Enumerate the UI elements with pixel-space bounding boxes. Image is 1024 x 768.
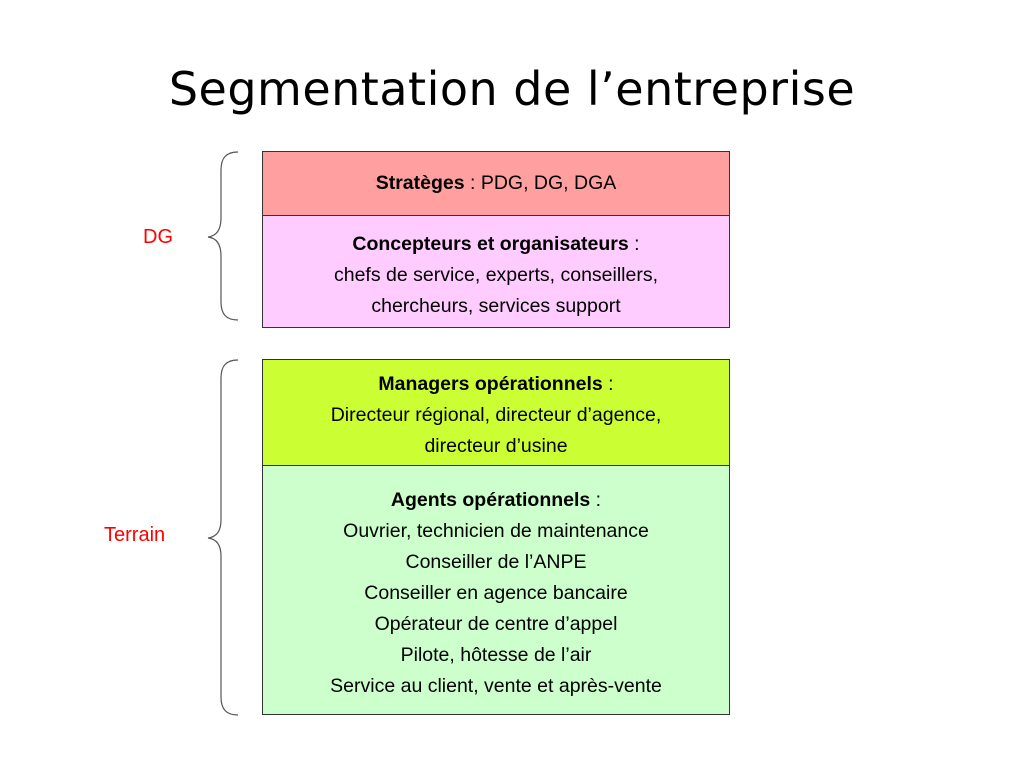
box-first-line: Agents opérationnels : bbox=[263, 485, 729, 516]
group-label-dg: DG bbox=[143, 226, 173, 248]
box-line: Opérateur de centre d’appel bbox=[374, 613, 618, 635]
box-line: Directeur régional, directeur d’agence, bbox=[330, 404, 662, 426]
box-concepteurs: Concepteurs et organisateurs : chefs de … bbox=[262, 215, 730, 328]
box-heading: Concepteurs et organisateurs bbox=[352, 233, 629, 255]
box-line: Conseiller de l’ANPE bbox=[405, 551, 587, 573]
box-managers: Managers opérationnels : Directeur régio… bbox=[262, 359, 730, 466]
box-line: chefs de service, experts, conseillers, bbox=[333, 264, 659, 286]
box-agents: Agents opérationnels : Ouvrier, technici… bbox=[262, 465, 730, 715]
box-separator: : bbox=[628, 233, 640, 255]
box-line: Ouvrier, technicien de maintenance bbox=[343, 520, 649, 542]
box-line: Service au client, vente et après-vente bbox=[330, 675, 662, 697]
group-label-terrain: Terrain bbox=[104, 524, 166, 546]
box-separator: : bbox=[602, 373, 614, 395]
box-heading: Managers opérationnels bbox=[378, 373, 603, 395]
box-first-line: Stratèges : PDG, DG, DGA bbox=[263, 168, 729, 199]
box-line: Pilote, hôtesse de l’air bbox=[400, 644, 592, 666]
box-first-text: PDG, DG, DGA bbox=[480, 172, 617, 194]
terrain-brace bbox=[207, 359, 239, 716]
box-strateges: Stratèges : PDG, DG, DGA bbox=[262, 151, 730, 216]
box-first-line: Concepteurs et organisateurs : bbox=[263, 229, 729, 260]
box-line: chercheurs, services support bbox=[371, 295, 621, 317]
dg-brace bbox=[207, 151, 239, 321]
box-heading: Stratèges bbox=[375, 172, 465, 194]
slide-title: Segmentation de l’entreprise bbox=[168, 62, 856, 116]
box-separator: : bbox=[464, 172, 481, 194]
box-heading: Agents opérationnels bbox=[390, 489, 591, 511]
box-line: directeur d’usine bbox=[424, 435, 568, 457]
box-first-line: Managers opérationnels : bbox=[263, 369, 729, 400]
box-line: Conseiller en agence bancaire bbox=[364, 582, 628, 604]
box-separator: : bbox=[590, 489, 602, 511]
